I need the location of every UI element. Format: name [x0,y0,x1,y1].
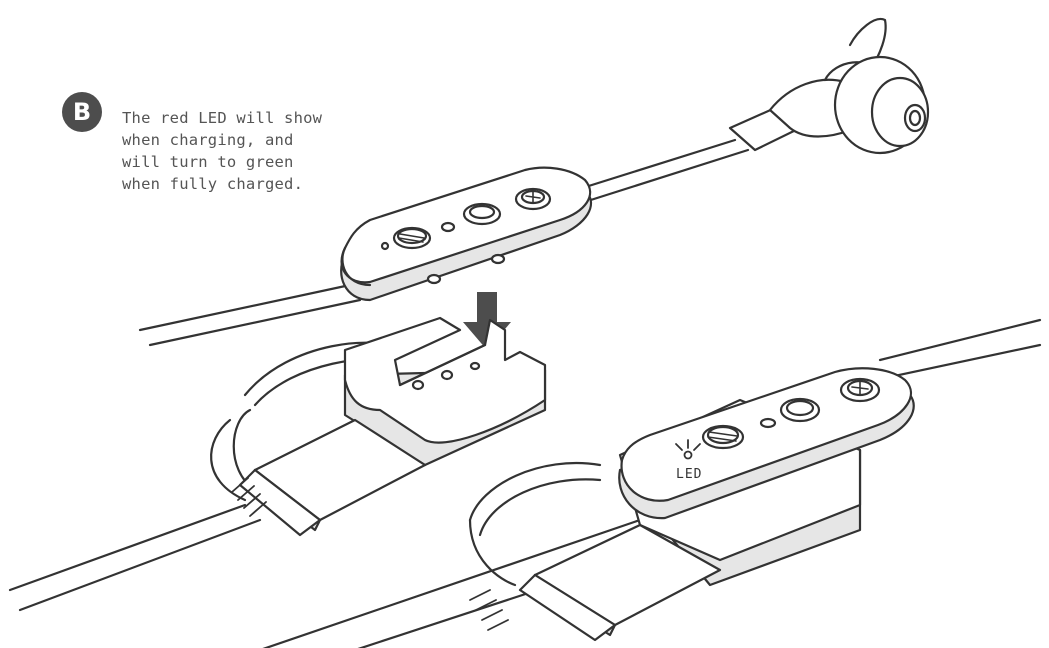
left-cable [8,341,402,612]
step-badge: B [62,92,102,132]
usb-plug-right [469,523,722,642]
led-indicator-icon [675,439,701,460]
caption-line: when charging, and [122,131,294,149]
earbud [728,17,930,155]
charging-cradle [343,316,547,467]
caption-line: The red LED will show [122,109,323,127]
usb-plug-left [231,418,427,537]
led-label: LED [676,467,702,482]
right-cable [262,318,1042,648]
step-caption: The red LED will show when charging, and… [122,107,382,195]
upper-remote [340,166,592,302]
caption-line: when fully charged. [122,175,304,193]
caption-line: will turn to green [122,153,294,171]
docked-remote [618,367,915,520]
